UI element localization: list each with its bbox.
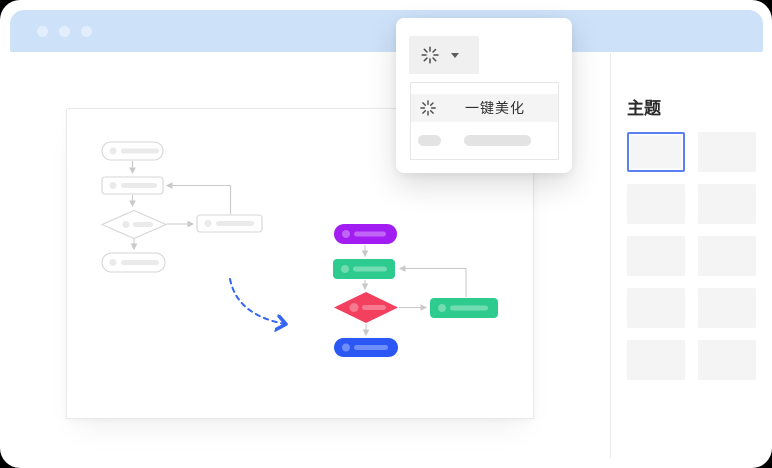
colored-side-rect[interactable] [430,298,498,318]
colored-decision-diamond[interactable] [334,292,398,323]
sparkle-burst-icon [420,100,436,116]
theme-swatch-selected[interactable] [627,132,685,172]
menu-item-label: 一键美化 [465,100,525,116]
theme-swatch[interactable] [627,288,685,328]
wireframe-end-stadium[interactable] [101,252,166,273]
theme-swatch[interactable] [627,236,685,276]
beautify-menu: 一键美化 [410,82,559,160]
browser-titlebar [10,10,763,52]
colored-flowchart [333,224,498,357]
placeholder-pill [464,135,531,146]
sparkle-burst-icon [421,46,439,64]
theme-swatch[interactable] [627,184,685,224]
menu-item-beautify[interactable]: 一键美化 [411,94,558,122]
menu-item-placeholder[interactable] [411,122,558,159]
beautify-toolbar-button[interactable] [409,36,479,74]
theme-panel-title: 主题 [627,99,661,118]
colored-connectors [361,245,467,337]
wireframe-process-rect[interactable] [101,176,164,195]
theme-panel: 主题 [627,97,757,380]
theme-swatch[interactable] [698,236,756,276]
wireframe-flowchart [100,141,263,273]
window-control-dot[interactable] [37,25,48,37]
wireframe-decision-diamond[interactable] [100,209,168,240]
colored-end-stadium[interactable] [334,338,398,357]
theme-swatch[interactable] [698,184,756,224]
colored-start-stadium[interactable] [334,224,397,244]
caret-down-icon [451,52,459,58]
theme-grid [627,132,757,380]
beautify-transform-arrow [229,278,285,324]
colored-process-rect[interactable] [333,259,395,279]
theme-swatch[interactable] [698,288,756,328]
window-control-dot[interactable] [81,25,92,37]
theme-swatch[interactable] [698,340,756,380]
sidebar-divider [610,53,611,458]
wireframe-start-stadium[interactable] [101,141,164,161]
window-control-dot[interactable] [59,25,70,37]
placeholder-pill [418,135,441,146]
wireframe-side-rect[interactable] [196,214,263,233]
theme-swatch[interactable] [627,340,685,380]
wireframe-connectors [129,161,232,251]
theme-swatch[interactable] [698,132,756,172]
beautify-popup: 一键美化 [396,18,572,173]
